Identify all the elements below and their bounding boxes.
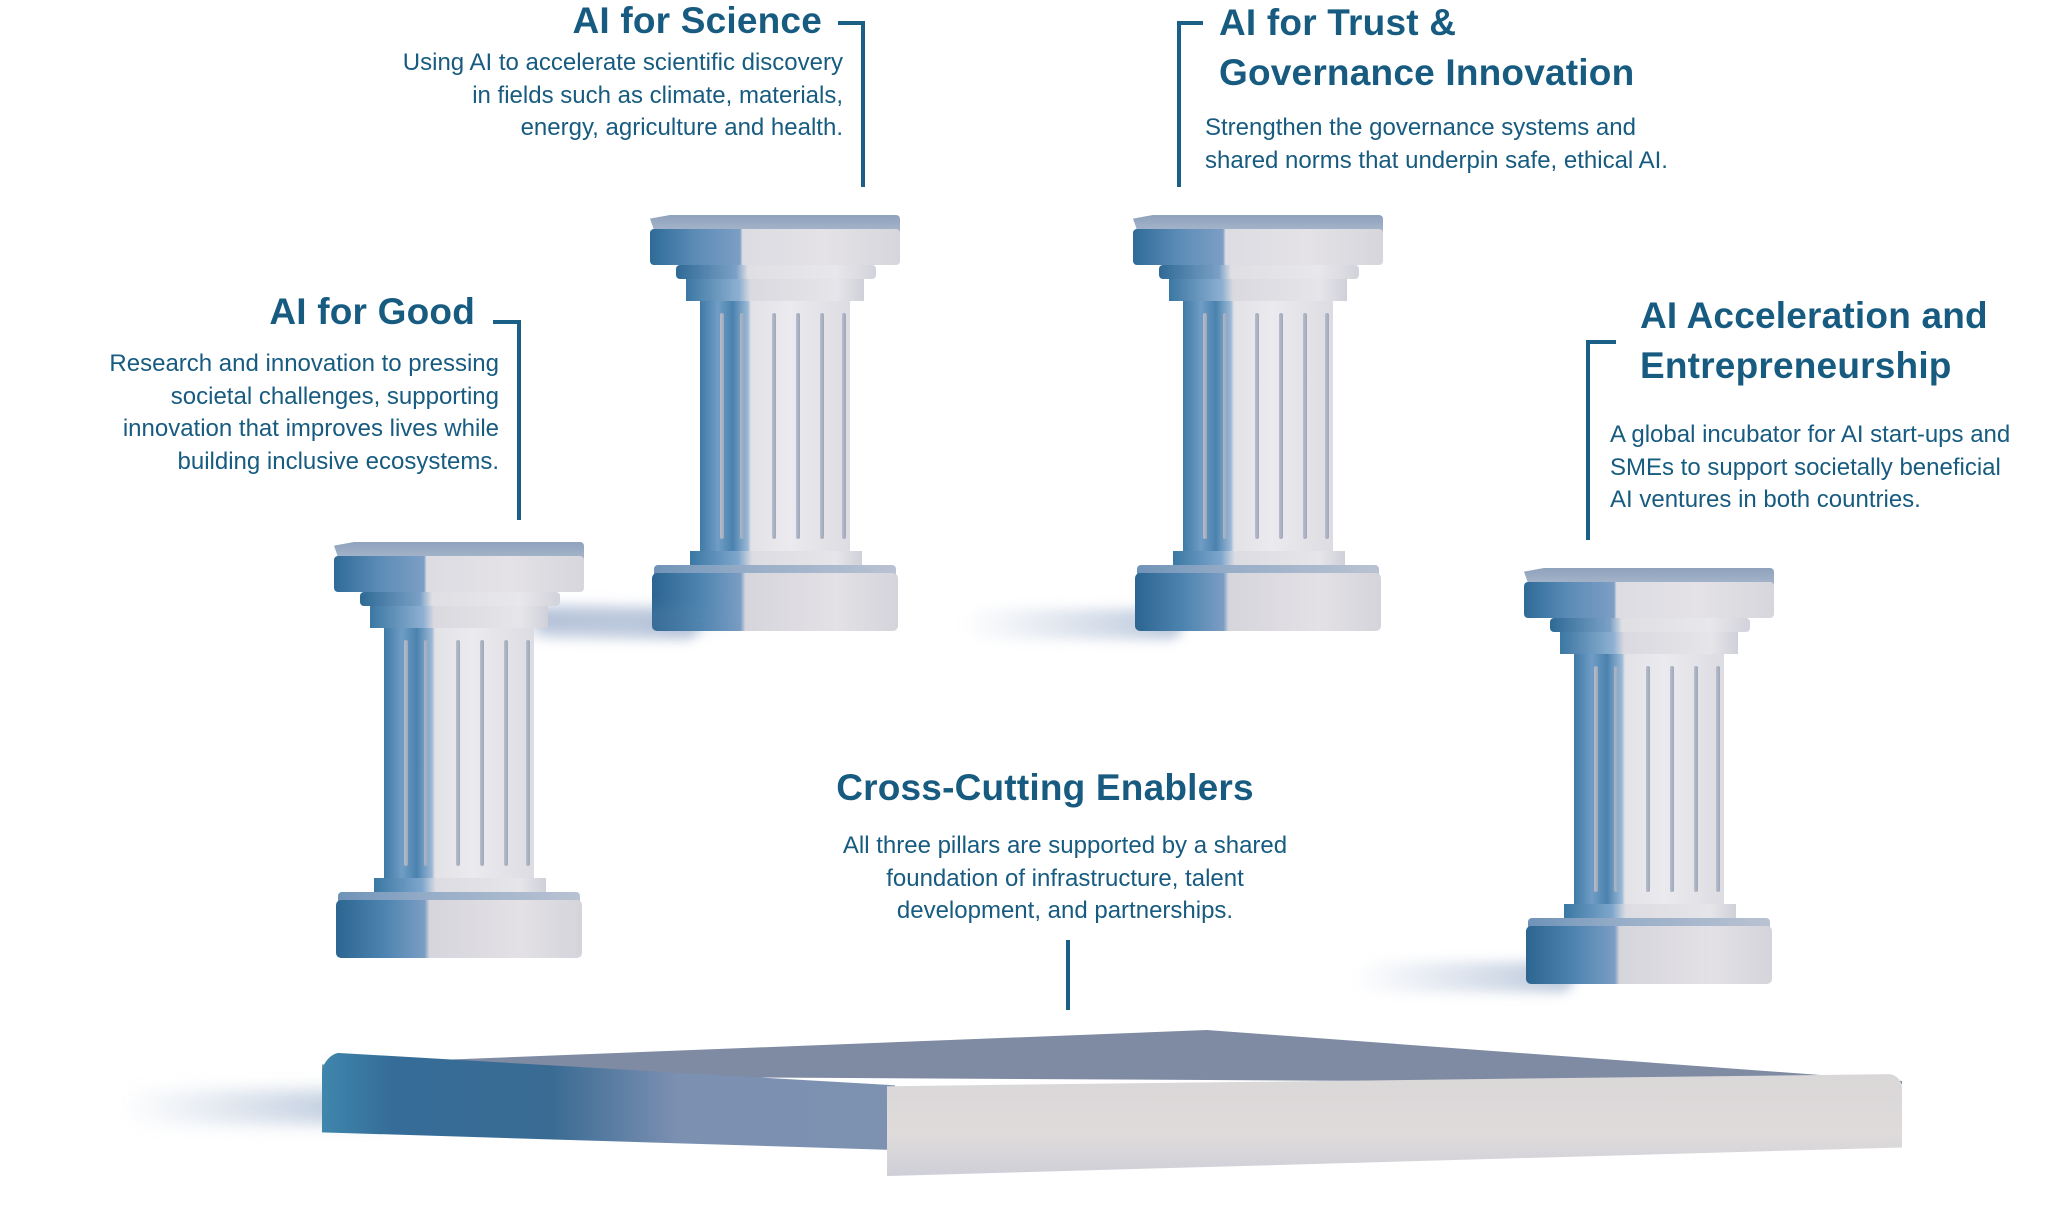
heading-ai-for-trust: AI for Trust & Governance Innovation	[1219, 0, 1634, 98]
connector-line-vertical	[1066, 940, 1070, 1010]
pillar-illustration-ai-for-good	[334, 542, 734, 972]
connector-line-vertical	[1586, 340, 1590, 540]
pillar-illustration-ai-acceleration	[1354, 568, 1774, 998]
connector-line-horizontal	[1177, 21, 1203, 25]
pillar-illustration-ai-for-science	[480, 215, 900, 645]
heading-ai-acceleration: AI Acceleration and Entrepreneurship	[1640, 291, 1988, 391]
heading-line: AI for Trust &	[1219, 2, 1457, 43]
description-line: development, and partnerships.	[896, 897, 1234, 924]
description-line: SMEs to support societally beneficial	[1610, 453, 2001, 481]
description-line: energy, agriculture and health.	[520, 114, 843, 141]
description-ai-for-trust: Strengthen the governance systems and sh…	[1205, 112, 1668, 177]
description-ai-acceleration: A global incubator for AI start-ups and …	[1610, 419, 2010, 517]
description-cross-cutting-enablers: All three pillars are supported by a sha…	[745, 830, 1385, 928]
connector-line-vertical	[1177, 21, 1181, 187]
connector-line-horizontal	[493, 320, 521, 324]
connector-line-vertical	[517, 320, 521, 520]
description-line: innovation that improves lives while	[122, 415, 499, 442]
description-ai-for-science: Using AI to accelerate scientific discov…	[403, 47, 843, 145]
heading-line: Governance Innovation	[1219, 52, 1635, 93]
heading-ai-for-science: AI for Science	[572, 0, 822, 41]
connector-line-horizontal	[1586, 340, 1616, 344]
description-line: All three pillars are supported by a sha…	[842, 832, 1288, 859]
heading-line: AI Acceleration and	[1640, 295, 1988, 336]
description-line: societal challenges, supporting	[170, 382, 499, 410]
connector-line-horizontal	[838, 21, 865, 25]
heading-cross-cutting-enablers: Cross-Cutting Enablers	[836, 767, 1254, 808]
connector-line-vertical	[861, 21, 865, 187]
description-line: in fields such as climate, materials,	[472, 81, 843, 109]
description-line: Strengthen the governance systems and	[1205, 114, 1636, 141]
pillar-illustration-ai-for-trust	[963, 215, 1383, 645]
description-line: building inclusive ecosystems.	[177, 447, 499, 475]
description-line: foundation of infrastructure, talent	[886, 864, 1244, 892]
heading-line: Entrepreneurship	[1640, 345, 1952, 386]
description-line: shared norms that underpin safe, ethical…	[1205, 146, 1668, 174]
foundation-platform-illustration	[122, 1030, 1902, 1180]
heading-ai-for-good: AI for Good	[269, 291, 475, 332]
description-ai-for-good: Research and innovation to pressing soci…	[109, 348, 499, 478]
description-line: Using AI to accelerate scientific discov…	[402, 49, 843, 76]
description-line: Research and innovation to pressing	[109, 350, 499, 377]
description-line: A global incubator for AI start-ups and	[1610, 421, 2011, 448]
description-line: AI ventures in both countries.	[1610, 486, 1921, 513]
